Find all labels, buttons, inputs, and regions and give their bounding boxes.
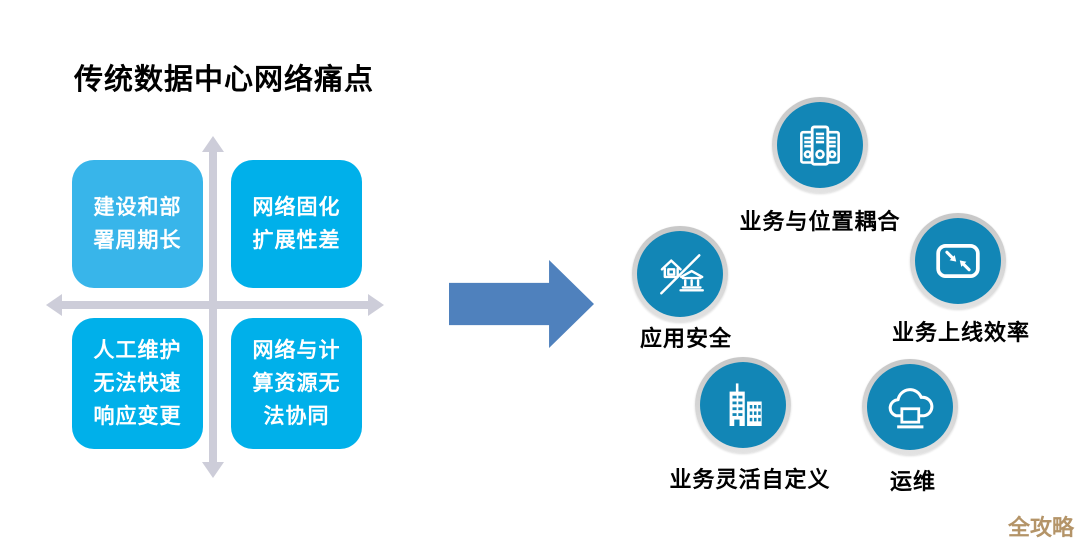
box-line: 响应变更	[93, 405, 182, 428]
shrink-arrows-icon	[915, 218, 1001, 304]
axis-horizontal	[61, 301, 368, 309]
feature-label-app-security: 应用安全	[639, 326, 733, 351]
box-line: 法协同	[263, 405, 330, 428]
box-line: 建设和部	[93, 196, 182, 219]
painpoint-box-net-compute-sync: 网络与计 算资源无 法协同	[231, 318, 362, 449]
feature-circle-flexible-custom	[695, 357, 791, 453]
transform-arrow-icon	[449, 260, 594, 348]
axis-arrow-left-icon	[46, 294, 62, 316]
house-bank-slash-icon	[637, 231, 723, 317]
feature-circle-operations	[862, 359, 958, 455]
page-title: 传统数据中心网络痛点	[74, 64, 375, 96]
feature-label-flexible-custom: 业务灵活自定义	[669, 467, 831, 492]
box-line: 网络与计	[252, 339, 341, 362]
feature-circle-launch-efficiency	[910, 213, 1006, 309]
watermark: 全攻略	[1008, 515, 1075, 540]
box-line: 算资源无	[252, 372, 341, 395]
axis-arrow-down-icon	[202, 462, 224, 478]
box-line: 无法快速	[93, 372, 182, 395]
box-line: 署周期长	[93, 229, 182, 252]
city-buildings-icon	[700, 362, 786, 448]
feature-label-operations: 运维	[889, 469, 937, 494]
box-line: 扩展性差	[252, 229, 341, 252]
feature-label-launch-efficiency: 业务上线效率	[891, 320, 1031, 345]
axis-arrow-up-icon	[202, 136, 224, 152]
box-line: 人工维护	[93, 339, 182, 362]
axis-arrow-right-icon	[368, 294, 384, 316]
painpoint-box-manual-maintenance: 人工维护 无法快速 响应变更	[72, 318, 203, 449]
feature-label-location-coupling: 业务与位置耦合	[739, 209, 901, 234]
painpoint-box-network-rigid: 网络固化 扩展性差	[231, 160, 362, 288]
painpoint-box-build-deploy: 建设和部 署周期长	[72, 160, 203, 288]
binders-icon	[777, 102, 863, 188]
feature-circle-location-coupling	[772, 97, 868, 193]
cloud-monitor-icon	[867, 364, 953, 450]
feature-circle-app-security	[632, 226, 728, 322]
box-line: 网络固化	[252, 196, 341, 219]
